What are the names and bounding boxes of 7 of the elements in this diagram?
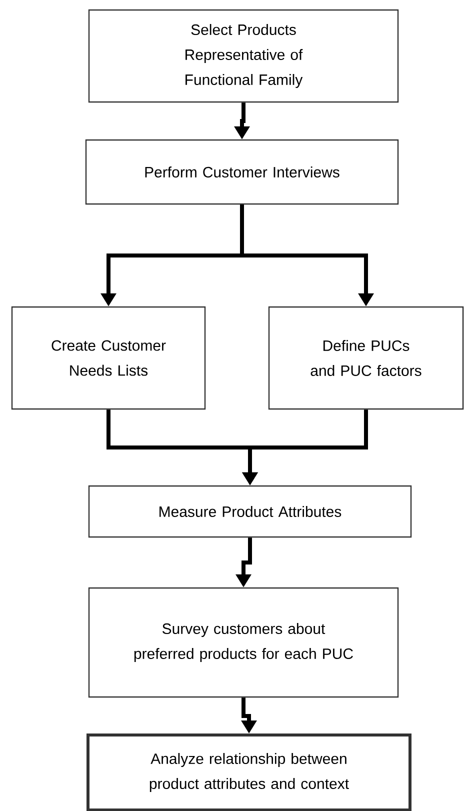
process-box: Define PUCs and PUC factors <box>268 306 464 410</box>
process-box: Measure Product Attributes <box>88 485 412 538</box>
process-box: Create Customer Needs Lists <box>11 306 206 410</box>
process-box: Analyze relationship between product attributes and context <box>86 734 412 811</box>
process-box: Perform Customer Interviews <box>85 139 399 205</box>
process-box: Select Products Representative of Functional Family <box>88 9 399 103</box>
process-box: Survey customers about preferred products for each PUC <box>88 587 399 698</box>
